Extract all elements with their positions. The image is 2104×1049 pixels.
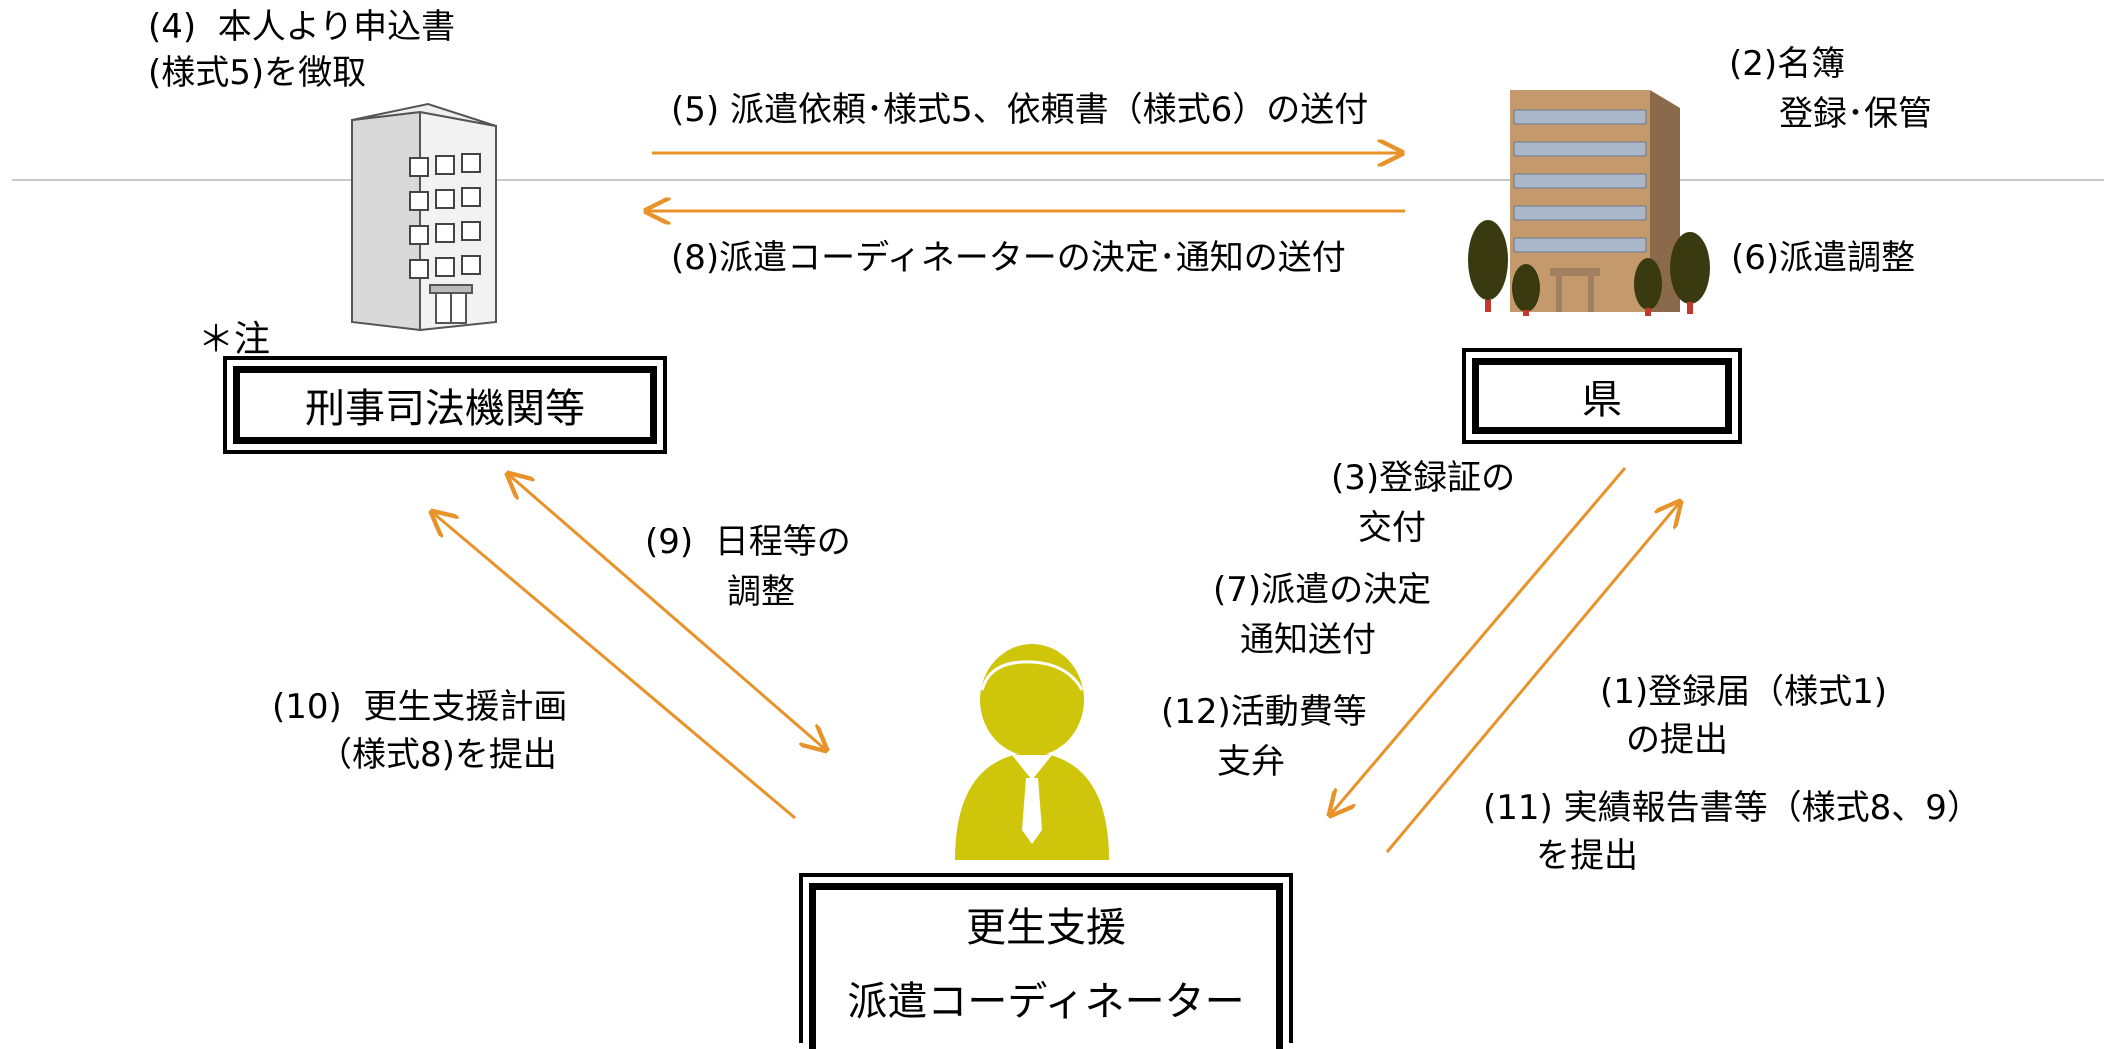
step9-label-line1: (9) 日程等の <box>645 522 851 562</box>
step11-label-line2: を提出 <box>1536 836 1638 876</box>
coordinator-box-label-line1: 更生支援 <box>966 905 1126 951</box>
step10-label-line2: （様式8)を提出 <box>318 735 557 775</box>
agency-box: 刑事司法機関等 <box>223 356 667 454</box>
step3-label-line1: (3)登録証の <box>1331 458 1516 498</box>
arrow-support-plan <box>432 512 796 820</box>
step7-label-line2: 通知送付 <box>1240 620 1376 660</box>
coordinator-box-label-line2: 派遣コーディネーター <box>847 979 1245 1025</box>
step9-label-line2: 調整 <box>727 572 795 612</box>
step5-label: (5) 派遣依頼･様式5、依頼書（様式6）の送付 <box>671 90 1369 130</box>
step12-label-line2: 支弁 <box>1217 742 1285 782</box>
step4-label-line1: (4) 本人より申込書 <box>148 7 456 47</box>
note-label: ＊注 <box>198 319 271 360</box>
arrow-schedule-adjust <box>508 474 826 750</box>
coordinator-box-inner: 更生支援 派遣コーディネーター <box>809 883 1283 1049</box>
step12-label-line1: (12)活動費等 <box>1161 692 1367 732</box>
step1-label-line2: の提出 <box>1626 720 1728 760</box>
step2-label-line2: 登録･保管 <box>1779 94 1932 134</box>
step3-label-line2: 交付 <box>1358 508 1426 548</box>
prefecture-box: 県 <box>1462 348 1742 444</box>
step11-label-line1: (11) 実績報告書等（様式8、9） <box>1483 788 1981 828</box>
step4-label-line2: (様式5)を徴取 <box>148 53 367 93</box>
agency-box-label: 刑事司法機関等 <box>233 366 657 444</box>
step2-label-line1: (2)名簿 <box>1729 44 1846 84</box>
step10-label-line1: (10) 更生支援計画 <box>272 687 568 727</box>
step7-label-line1: (7)派遣の決定 <box>1213 570 1432 610</box>
step1-label-line1: (1)登録届（様式1) <box>1600 672 1888 712</box>
prefecture-box-label: 県 <box>1472 358 1732 434</box>
step8-label: (8)派遣コーディネーターの決定･通知の送付 <box>671 238 1346 278</box>
step6-label: (6)派遣調整 <box>1731 238 1916 278</box>
arrow-certificate <box>1330 467 1627 815</box>
arrow-registration <box>1385 502 1680 853</box>
coordinator-box: 更生支援 派遣コーディネーター <box>799 873 1293 1049</box>
